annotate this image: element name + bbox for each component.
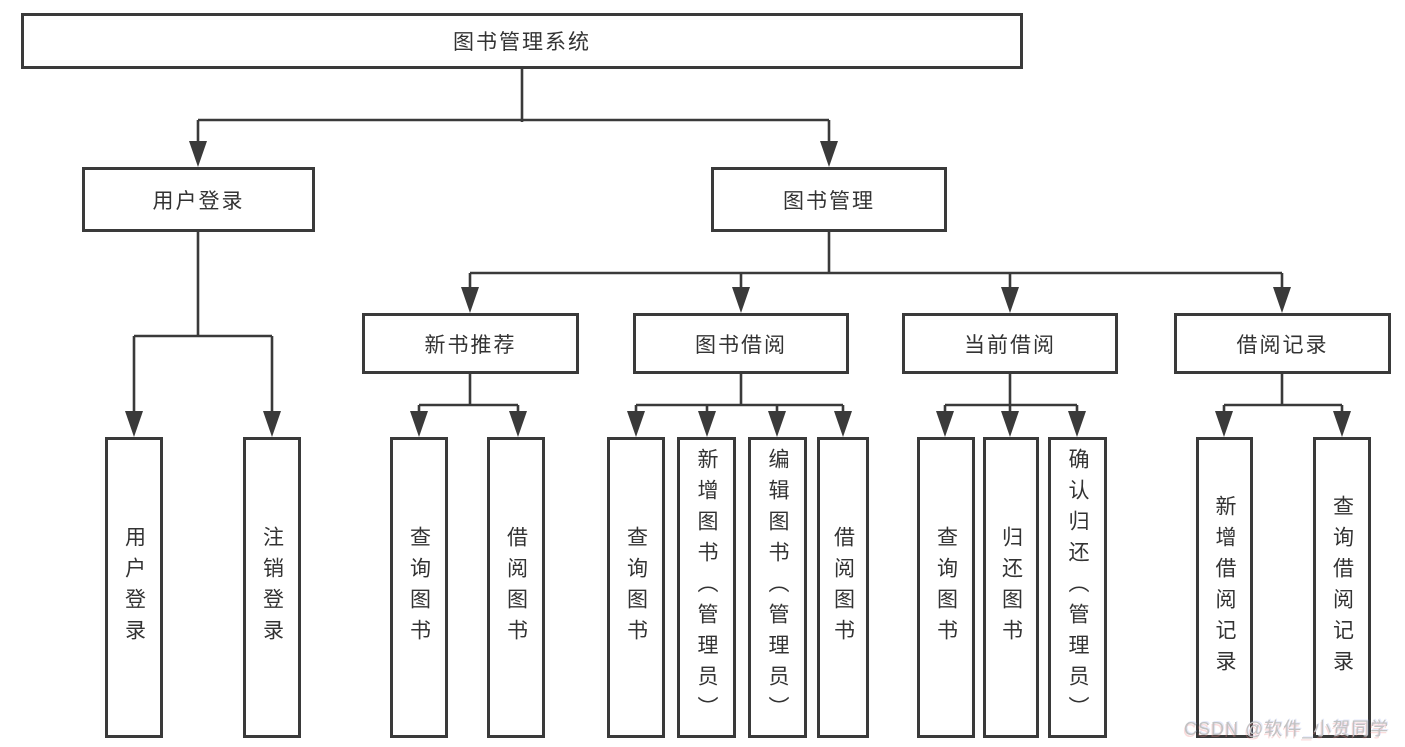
node-root: 图书管理系统: [21, 13, 1023, 69]
arrow-head: [698, 411, 716, 437]
arrow-head: [1333, 411, 1351, 437]
arrow-head: [834, 411, 852, 437]
arrow-head: [125, 411, 143, 437]
arrow-head: [1215, 411, 1233, 437]
arrow-head: [509, 411, 527, 437]
leaf-borrow-borrow-book: 借阅图书: [817, 437, 869, 738]
arrow-head: [189, 141, 207, 167]
arrow-head: [732, 287, 750, 313]
arrow-head: [461, 287, 479, 313]
arrow-head: [820, 141, 838, 167]
leaf-records-add-record: 新增借阅记录: [1196, 437, 1253, 738]
arrow-head: [1273, 287, 1291, 313]
leaf-current-query-book: 查询图书: [917, 437, 975, 738]
leaf-current-return-book: 归还图书: [983, 437, 1039, 738]
leaf-borrow-add-book-admin: 新增图书（管理员）: [677, 437, 736, 738]
node-new-book-recommend: 新书推荐: [362, 313, 579, 374]
arrow-head: [1001, 411, 1019, 437]
arrow-head: [1001, 287, 1019, 313]
node-user-login: 用户登录: [82, 167, 315, 232]
arrow-head: [263, 411, 281, 437]
node-borrow-records: 借阅记录: [1174, 313, 1391, 374]
node-book-management: 图书管理: [711, 167, 947, 232]
node-current-borrow: 当前借阅: [902, 313, 1118, 374]
watermark: CSDN @软件_小贺同学: [1184, 719, 1390, 739]
arrow-head: [1068, 411, 1086, 437]
leaf-user-login: 用户登录: [105, 437, 163, 738]
leaf-records-query-record: 查询借阅记录: [1313, 437, 1371, 738]
arrow-head: [627, 411, 645, 437]
leaf-borrow-query-book: 查询图书: [607, 437, 665, 738]
leaf-recommend-borrow-book: 借阅图书: [487, 437, 545, 738]
arrow-head: [936, 411, 954, 437]
leaf-borrow-edit-book-admin: 编辑图书（管理员）: [748, 437, 807, 738]
arrow-head: [768, 411, 786, 437]
node-book-borrow: 图书借阅: [633, 313, 849, 374]
leaf-logout: 注销登录: [243, 437, 301, 738]
arrow-head: [410, 411, 428, 437]
leaf-current-confirm-return-admin: 确认归还（管理员）: [1048, 437, 1107, 738]
leaf-recommend-query-book: 查询图书: [390, 437, 448, 738]
